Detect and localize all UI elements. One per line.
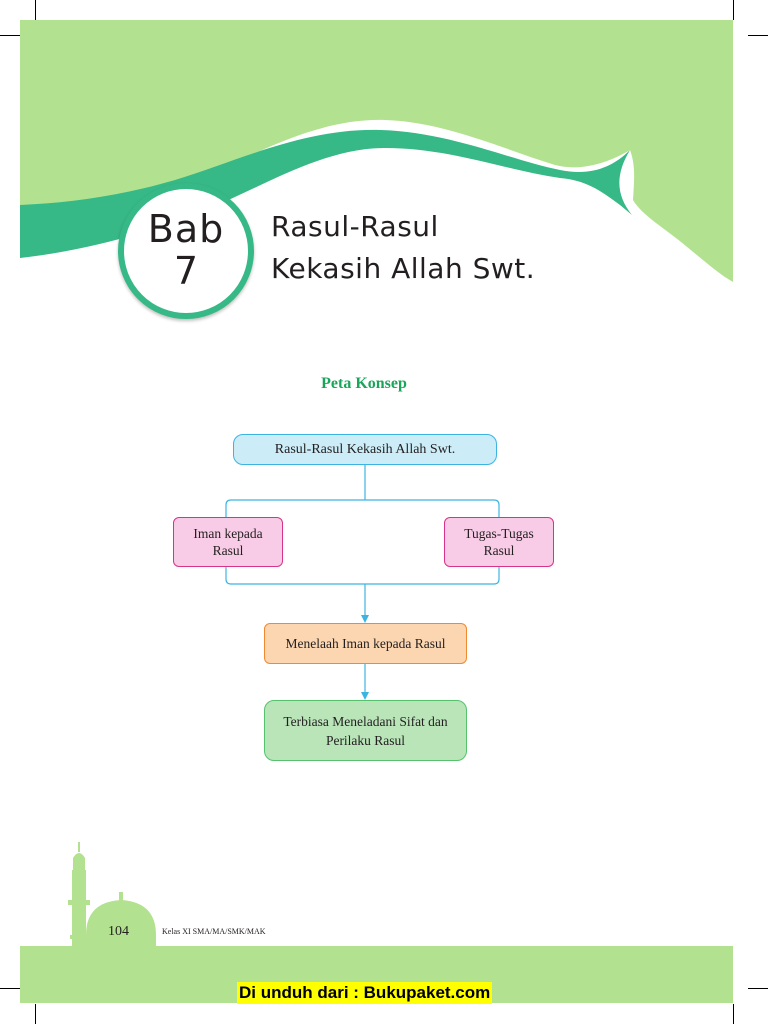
arrow-head-step1 bbox=[361, 615, 369, 623]
crop-mark bbox=[35, 1004, 36, 1024]
page-number: 104 bbox=[108, 924, 129, 939]
chapter-label: Bab bbox=[147, 207, 225, 251]
class-label: Kelas XI SMA/MA/SMK/MAK bbox=[162, 927, 266, 936]
crop-mark bbox=[0, 35, 20, 36]
chapter-badge: Bab 7 bbox=[118, 183, 254, 319]
connector-top-bracket bbox=[225, 499, 500, 517]
crop-mark bbox=[733, 1004, 734, 1024]
concept-branch-right-box: Tugas-Tugas Rasul bbox=[444, 517, 554, 567]
crop-mark bbox=[748, 35, 768, 36]
crop-mark bbox=[748, 988, 768, 989]
chapter-title-line2: Kekasih Allah Swt. bbox=[271, 252, 536, 285]
concept-map-connectors bbox=[225, 465, 500, 700]
concept-step2-line2: Perilaku Rasul bbox=[325, 732, 406, 748]
arrow-head-step2 bbox=[361, 692, 369, 700]
concept-branch-left-line1: Iman kepada bbox=[193, 526, 263, 541]
concept-branch-right-line1: Tugas-Tugas bbox=[464, 526, 534, 541]
concept-branch-left-box: Iman kepada Rasul bbox=[173, 517, 283, 567]
header-green-band bbox=[20, 20, 733, 282]
concept-branch-left-line2: Rasul bbox=[212, 543, 244, 558]
concept-step2-box: Terbiasa Meneladani Sifat dan Perilaku R… bbox=[264, 700, 467, 761]
concept-step1-box: Menelaah Iman kepada Rasul bbox=[264, 623, 467, 664]
concept-branch-right-line2: Rasul bbox=[483, 543, 515, 558]
concept-root-text: Rasul-Rasul Kekasih Allah Swt. bbox=[274, 441, 456, 457]
concept-root-box: Rasul-Rasul Kekasih Allah Swt. bbox=[233, 434, 497, 465]
chapter-number: 7 bbox=[173, 249, 199, 293]
chapter-title: Rasul-Rasul Kekasih Allah Swt. bbox=[271, 206, 535, 290]
crop-mark bbox=[35, 0, 36, 20]
crop-mark bbox=[0, 988, 20, 989]
connector-bottom-bracket bbox=[225, 567, 500, 585]
download-source-note: Di unduh dari : Bukupaket.com bbox=[237, 982, 493, 1004]
mosque-icon bbox=[60, 842, 170, 960]
concept-step2-line1: Terbiasa Meneladani Sifat dan bbox=[283, 713, 448, 729]
chapter-title-line1: Rasul-Rasul bbox=[271, 210, 439, 243]
concept-map-heading: Peta Konsep bbox=[321, 375, 407, 392]
crop-mark bbox=[733, 0, 734, 20]
concept-step1-text: Menelaah Iman kepada Rasul bbox=[285, 635, 446, 651]
header-teal-swoosh bbox=[20, 129, 632, 258]
header-wave-decoration bbox=[20, 20, 733, 282]
